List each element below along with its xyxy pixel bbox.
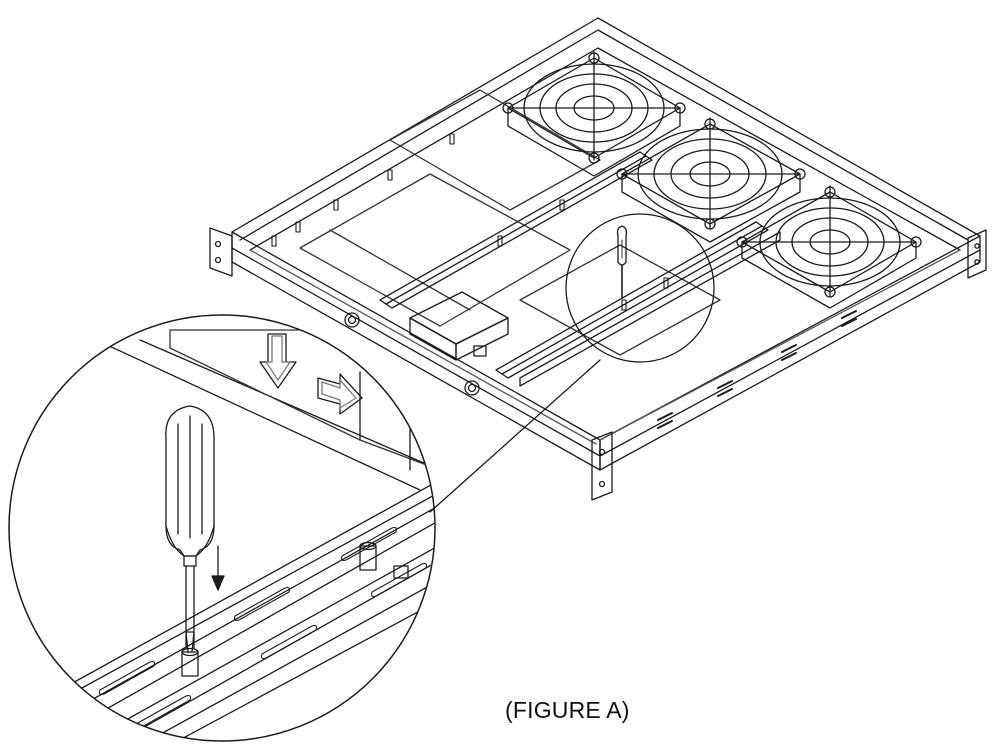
side-vent-slots [657,310,857,429]
power-module [409,291,509,361]
rack-ear-right-back [967,229,987,279]
figure-caption: (FIGURE A) [505,697,630,723]
cooling-fan-2 [616,117,806,243]
down-arrow-icon [259,333,297,389]
front-panel-hole [344,312,360,328]
motion-arrow-icon [211,545,225,591]
screwdriver-icon [616,225,628,299]
cooling-fan-1 [502,51,686,177]
standoff [359,541,409,579]
detail-focus-circle [565,213,715,363]
cooling-fan-3 [736,185,922,309]
rack-ear-left [209,227,233,277]
right-arrow-icon [317,373,363,415]
mounting-rail [379,151,781,387]
magnified-detail-view [8,314,436,742]
rail-magnified [59,479,435,741]
leader-line [429,359,601,513]
front-panel-hole [464,380,480,396]
chassis-tray [231,17,981,471]
rail-standoffs [271,133,669,311]
rack-ear-right-front [591,431,613,501]
interior-panels [299,89,721,356]
screwdriver-icon [165,405,215,653]
